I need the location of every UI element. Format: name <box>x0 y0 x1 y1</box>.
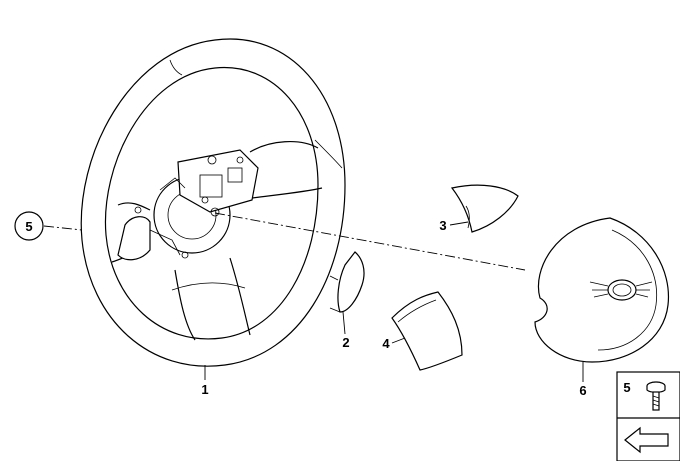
axis-line-center <box>214 212 526 271</box>
callout-5-label: 5 <box>25 219 32 234</box>
callout-4-label: 4 <box>382 336 390 351</box>
callout-6-label: 6 <box>579 383 586 398</box>
part-2-trim-cover <box>329 251 365 335</box>
callout-5-circle: 5 <box>14 211 44 241</box>
part-6-airbag-module <box>534 217 670 382</box>
part-3-upper-cover <box>449 184 519 233</box>
steering-wheel <box>80 38 346 367</box>
direction-arrow-icon <box>624 426 669 454</box>
callout-5-box-label: 5 <box>623 380 630 395</box>
part-4-lower-cover <box>391 291 463 371</box>
axis-line-left <box>43 225 83 231</box>
screw-icon <box>646 381 666 411</box>
parts-box: 5 <box>616 371 680 461</box>
callout-3-label: 3 <box>439 218 446 233</box>
winged-logo-icon <box>589 279 653 301</box>
callout-2-label: 2 <box>342 335 349 350</box>
callout-1-label: 1 <box>201 382 208 397</box>
